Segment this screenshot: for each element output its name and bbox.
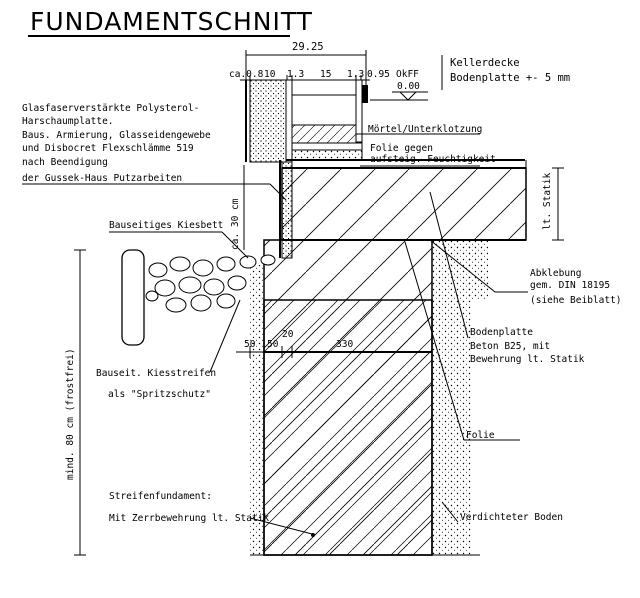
static-dimension: lt. Statik — [542, 167, 564, 241]
dim-seg-1: ca.0.8 — [229, 69, 264, 80]
drawing-title: FUNDAMENTSCHNITT — [30, 7, 313, 36]
abklebung-note: Abklebung gem. DIN 18195 (siehe Beiblatt… — [429, 239, 622, 306]
bodenplatte-note: Bodenplatte Beton B25, mit Bewehrung lt.… — [429, 191, 585, 365]
svg-text:der Gussek-Haus Putzarbeiten: der Gussek-Haus Putzarbeiten — [22, 173, 182, 184]
svg-text:Folie gegen: Folie gegen — [370, 143, 433, 154]
svg-text:Mörtel/Unterklotzung: Mörtel/Unterklotzung — [368, 124, 482, 135]
svg-text:Bewehrung lt. Statik: Bewehrung lt. Statik — [470, 354, 585, 365]
svg-text:gem. DIN 18195: gem. DIN 18195 — [530, 280, 610, 291]
level-value: 0.00 — [397, 81, 420, 92]
svg-text:nach Beendigung: nach Beendigung — [22, 157, 108, 168]
insulation-note: Glasfaserverstärkte Polysterol- Harschau… — [22, 103, 287, 201]
dim-bottom-3: 20 — [282, 329, 294, 340]
svg-text:Glasfaserverstärkte Polysterol: Glasfaserverstärkte Polysterol- — [22, 103, 199, 114]
kellerdecke-line-1: Kellerdecke — [450, 57, 520, 69]
dim-bottom-1: 50 — [244, 339, 256, 350]
streifenfundament-note: Streifenfundament: Mit Zerrbewehrung lt.… — [109, 491, 313, 535]
static-label: lt. Statik — [542, 173, 553, 230]
svg-text:aufsteig. Feuchtigkeit: aufsteig. Feuchtigkeit — [370, 154, 496, 165]
frost-dimension: mind. 80 cm (frostfrei) — [65, 249, 86, 556]
dim-bottom-2: 50 — [267, 339, 279, 350]
svg-text:Bauseitiges Kiesbett: Bauseitiges Kiesbett — [109, 220, 223, 231]
wall-section — [245, 79, 525, 163]
gravel-bed — [121, 249, 276, 346]
folie-gegen-note: Folie gegen aufsteig. Feuchtigkeit — [360, 143, 496, 167]
kellerdecke-note: Kellerdecke Bodenplatte +- 5 mm — [441, 55, 570, 90]
kiesstreifen-note: Bauseit. Kiesstreifen als "Spritzschutz" — [96, 299, 241, 400]
dim-seg-3: 1.3 — [287, 69, 304, 80]
dim-seg-4: 15 — [320, 69, 331, 80]
svg-text:als "Spritzschutz": als "Spritzschutz" — [108, 389, 211, 400]
kiesbett-note: Bauseitiges Kiesbett — [109, 220, 249, 259]
svg-text:(siehe Beiblatt): (siehe Beiblatt) — [530, 295, 622, 306]
svg-text:Baus. Armierung, Glasseidenge: Baus. Armierung, Glasseidengewebe — [22, 130, 211, 141]
level-label: OkFF — [396, 69, 419, 80]
svg-text:Streifenfundament:: Streifenfundament: — [109, 491, 212, 502]
svg-text:Folie: Folie — [466, 430, 495, 441]
level-mark: OkFF 0.00 — [370, 69, 428, 101]
dim-bottom-4: 330 — [336, 339, 353, 350]
dim-seg-5: 1.3 — [347, 69, 364, 80]
verdichteter-boden-note: Verdichteter Boden — [441, 501, 563, 523]
svg-text:und Disbocret Flexschlämme 519: und Disbocret Flexschlämme 519 — [22, 143, 194, 154]
svg-text:Bauseit. Kiesstreifen: Bauseit. Kiesstreifen — [96, 368, 216, 379]
folie-note: Folie — [404, 241, 520, 441]
svg-text:Harschaumplatte.: Harschaumplatte. — [22, 116, 114, 127]
svg-text:Bodenplatte: Bodenplatte — [470, 327, 533, 338]
svg-text:Beton B25, mit: Beton B25, mit — [470, 341, 550, 352]
svg-text:Verdichteter Boden: Verdichteter Boden — [460, 512, 563, 523]
svg-text:Mit Zerrbewehrung lt. Statik: Mit Zerrbewehrung lt. Statik — [109, 513, 269, 524]
frost-depth-label: mind. 80 cm (frostfrei) — [65, 348, 76, 480]
moertel-note: Mörtel/Unterklotzung — [356, 124, 482, 135]
height-30-label: ca. 30 cm — [230, 198, 241, 250]
dim-seg-2: 10 — [264, 69, 276, 80]
dim-seg-6: 0.95 — [367, 69, 390, 80]
bottom-dimensions: 50 50 20 330 — [236, 329, 380, 358]
kellerdecke-line-2: Bodenplatte +- 5 mm — [450, 72, 570, 84]
dim-total-width: 29.25 — [292, 41, 324, 53]
svg-text:Abklebung: Abklebung — [530, 268, 581, 279]
strip-foundation — [250, 239, 488, 556]
height-dimension: ca. 30 cm — [230, 165, 245, 250]
